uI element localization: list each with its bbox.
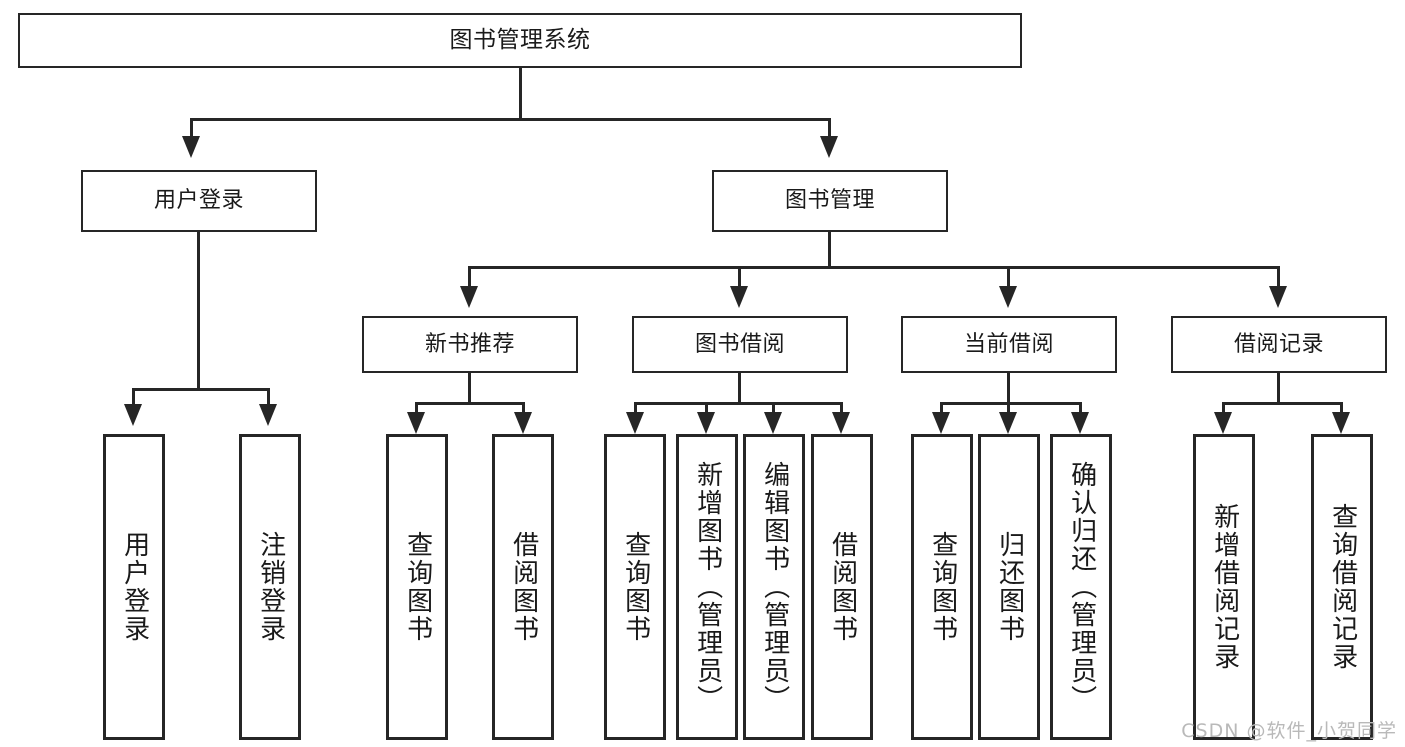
connector-book-borrow-drop-2	[705, 402, 708, 416]
connector-level2-drop-left	[190, 118, 193, 138]
node-label: 图书管理	[784, 188, 875, 214]
connector-level3-drop-1	[468, 266, 471, 288]
arrow-to-leaf-add-record	[1214, 412, 1232, 434]
arrow-to-book-borrow	[730, 286, 748, 308]
leaf-confirm-return-admin[interactable]: 确认归还（管理员）	[1050, 434, 1112, 740]
connector-borrow-record-bus	[1222, 402, 1343, 405]
arrow-to-leaf-query-book-2	[626, 412, 644, 434]
leaf-query-book-3[interactable]: 查询图书	[911, 434, 973, 740]
arrow-to-new-book-rec	[460, 286, 478, 308]
arrow-to-leaf-confirm-return	[1071, 412, 1089, 434]
node-book-manage[interactable]: 图书管理	[712, 170, 948, 232]
connector-user-login-drop-2	[267, 388, 270, 406]
connector-user-login-bus	[132, 388, 270, 391]
connector-new-book-drop-1	[415, 402, 418, 416]
node-borrow-record[interactable]: 借阅记录	[1171, 316, 1387, 373]
node-label: 借阅图书	[508, 531, 539, 643]
connector-book-manage-stem	[828, 232, 831, 268]
leaf-edit-book-admin[interactable]: 编辑图书（管理员）	[743, 434, 805, 740]
connector-book-borrow-drop-3	[772, 402, 775, 416]
node-label: 借阅记录	[1233, 331, 1324, 357]
connector-level2-bus	[190, 118, 831, 121]
node-label: 当前借阅	[963, 331, 1054, 357]
leaf-add-borrow-record[interactable]: 新增借阅记录	[1193, 434, 1255, 740]
arrow-to-book-manage	[820, 136, 838, 158]
node-label: 归还图书	[994, 531, 1025, 643]
connector-new-book-drop-2	[522, 402, 525, 416]
node-label: 查询图书	[620, 531, 651, 643]
arrow-to-leaf-query-record	[1332, 412, 1350, 434]
connector-borrow-record-drop-1	[1222, 402, 1225, 416]
arrow-to-leaf-query-book-1	[407, 412, 425, 434]
connector-current-borrow-stem	[1007, 373, 1010, 404]
arrow-to-current-borrow	[999, 286, 1017, 308]
node-label: 确认归还（管理员）	[1066, 461, 1097, 713]
connector-new-book-stem	[468, 373, 471, 404]
arrow-to-borrow-record	[1269, 286, 1287, 308]
leaf-borrow-book-2[interactable]: 借阅图书	[811, 434, 873, 740]
connector-current-borrow-bus	[940, 402, 1082, 405]
leaf-query-book-1[interactable]: 查询图书	[386, 434, 448, 740]
leaf-logout[interactable]: 注销登录	[239, 434, 301, 740]
connector-level3-drop-2	[738, 266, 741, 288]
connector-book-borrow-stem	[738, 373, 741, 404]
leaf-query-book-2[interactable]: 查询图书	[604, 434, 666, 740]
leaf-query-borrow-record[interactable]: 查询借阅记录	[1311, 434, 1373, 740]
node-label: 借阅图书	[827, 531, 858, 643]
connector-root-stem	[519, 68, 522, 118]
arrow-to-user-login	[182, 136, 200, 158]
arrow-to-leaf-borrow-book-1	[514, 412, 532, 434]
arrow-to-leaf-edit-book	[764, 412, 782, 434]
leaf-user-login[interactable]: 用户登录	[103, 434, 165, 740]
node-label: 新书推荐	[424, 331, 515, 357]
node-user-login[interactable]: 用户登录	[81, 170, 317, 232]
csdn-watermark: CSDN @软件_小贺同学	[1181, 720, 1397, 742]
connector-user-login-drop-1	[132, 388, 135, 406]
node-label: 编辑图书（管理员）	[759, 461, 790, 713]
node-new-book-recommend[interactable]: 新书推荐	[362, 316, 578, 373]
arrow-to-leaf-borrow-book-2	[832, 412, 850, 434]
node-label: 图书借阅	[694, 331, 785, 357]
arrow-to-leaf-return-book	[999, 412, 1017, 434]
node-book-borrow[interactable]: 图书借阅	[632, 316, 848, 373]
connector-book-borrow-drop-4	[840, 402, 843, 416]
connector-level2-drop-right	[828, 118, 831, 138]
node-label: 图书管理系统	[449, 27, 591, 54]
arrow-to-leaf-query-book-3	[932, 412, 950, 434]
node-label: 用户登录	[153, 188, 244, 214]
arrow-to-leaf-user-login	[124, 404, 142, 426]
node-current-borrow[interactable]: 当前借阅	[901, 316, 1117, 373]
connector-current-borrow-drop-3	[1079, 402, 1082, 416]
connector-level3-drop-4	[1277, 266, 1280, 288]
node-label: 查询借阅记录	[1327, 503, 1358, 671]
connector-level3-bus	[468, 266, 1280, 269]
arrow-to-leaf-logout	[259, 404, 277, 426]
connector-current-borrow-drop-2	[1007, 402, 1010, 416]
arrow-to-leaf-add-book	[697, 412, 715, 434]
connector-new-book-bus	[415, 402, 525, 405]
connector-level3-drop-3	[1007, 266, 1010, 288]
connector-user-login-stem	[197, 232, 200, 390]
node-label: 查询图书	[927, 531, 958, 643]
node-label: 注销登录	[255, 531, 286, 643]
node-label: 新增图书（管理员）	[692, 461, 723, 713]
node-label: 新增借阅记录	[1209, 503, 1240, 671]
connector-borrow-record-drop-2	[1340, 402, 1343, 416]
connector-borrow-record-stem	[1277, 373, 1280, 404]
node-label: 用户登录	[119, 531, 150, 643]
node-root-system[interactable]: 图书管理系统	[18, 13, 1022, 68]
leaf-borrow-book-1[interactable]: 借阅图书	[492, 434, 554, 740]
leaf-return-book[interactable]: 归还图书	[978, 434, 1040, 740]
node-label: 查询图书	[402, 531, 433, 643]
connector-current-borrow-drop-1	[940, 402, 943, 416]
connector-book-borrow-bus	[634, 402, 843, 405]
leaf-add-book-admin[interactable]: 新增图书（管理员）	[676, 434, 738, 740]
connector-book-borrow-drop-1	[634, 402, 637, 416]
